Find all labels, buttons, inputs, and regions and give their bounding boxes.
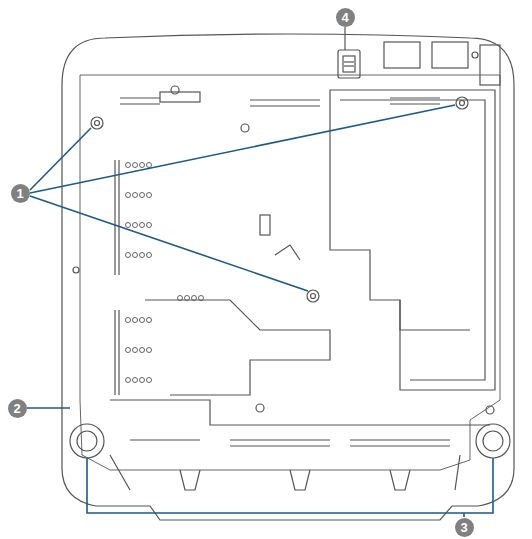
callout-number: 2 <box>8 399 27 418</box>
callout-number: 3 <box>455 518 474 537</box>
callout-number: 1 <box>11 184 30 203</box>
callout-number: 4 <box>336 8 355 27</box>
